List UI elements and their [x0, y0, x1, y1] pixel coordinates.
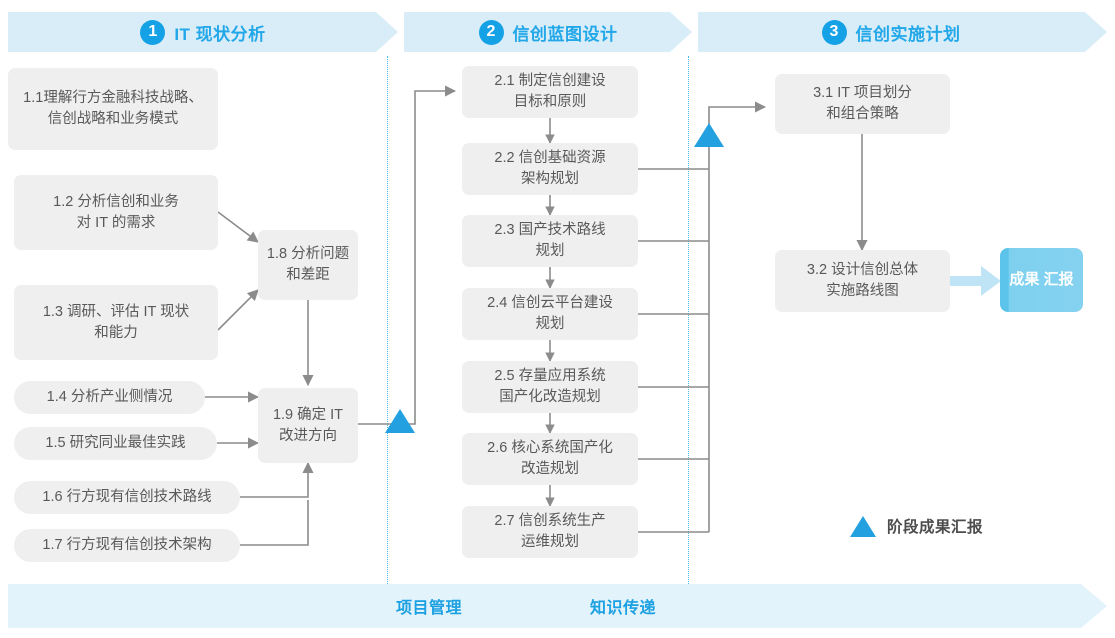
- process-box-1-2-line1: 1.2 分析信创和业务: [53, 193, 179, 210]
- process-box-2-3-line2: 规划: [535, 243, 565, 259]
- process-box-2-6-line1: 2.6 核心系统国产化: [487, 440, 613, 457]
- process-box-1-5[interactable]: 1.5 研究同业最佳实践: [14, 427, 217, 460]
- process-box-1-1-line1: 1.1理解行方金融科技战略、: [23, 90, 203, 107]
- process-box-1-3-line2: 和能力: [94, 324, 138, 341]
- process-box-2-1-line2: 目标和原则: [513, 94, 587, 110]
- process-box-1-9[interactable]: 1.9 确定 IT 改进方向: [258, 388, 358, 463]
- process-box-1-8-line2: 和差距: [286, 267, 330, 283]
- process-box-1-9-line1: 1.9 确定 IT: [272, 406, 344, 423]
- process-box-1-3[interactable]: 1.3 调研、评估 IT 现状 和能力: [14, 285, 218, 360]
- process-box-3-1-line1: 3.1 IT 项目划分: [813, 85, 912, 102]
- process-box-2-4-line1: 2.4 信创云平台建设: [487, 295, 613, 312]
- milestone-triangle-phase2: [694, 123, 724, 147]
- process-box-1-8-line1: 1.8 分析问题: [266, 246, 350, 263]
- process-box-2-6[interactable]: 2.6 核心系统国产化 改造规划: [462, 433, 638, 485]
- result-badge[interactable]: 成果 汇报: [1000, 248, 1083, 312]
- process-box-2-1-line1: 2.1 制定信创建设: [494, 73, 606, 90]
- process-box-2-7-line2: 运维规划: [521, 534, 579, 550]
- process-box-2-2-line2: 架构规划: [521, 171, 579, 187]
- result-badge-line1: 成果: [1009, 270, 1040, 288]
- phase-divider-1: [387, 56, 388, 584]
- process-box-3-2-line1: 3.2 设计信创总体: [806, 262, 919, 279]
- process-box-2-2[interactable]: 2.2 信创基础资源 架构规划: [462, 143, 638, 195]
- process-box-2-2-line1: 2.2 信创基础资源: [494, 150, 606, 167]
- process-box-2-7-line1: 2.7 信创系统生产: [494, 513, 606, 530]
- result-badge-line2: 汇报: [1043, 270, 1074, 288]
- process-box-2-3-line1: 2.3 国产技术路线: [494, 222, 606, 239]
- process-box-1-8[interactable]: 1.8 分析问题 和差距: [258, 230, 358, 300]
- bottom-banner: [8, 584, 1107, 628]
- result-arrow-icon: [947, 266, 1001, 296]
- milestone-triangle-phase1: [385, 409, 415, 433]
- phase-banner-1: [8, 12, 398, 52]
- bottom-label-knowledge-transfer: 知识传递: [590, 600, 657, 617]
- process-box-1-4[interactable]: 1.4 分析产业侧情况: [14, 381, 205, 414]
- phase-banner-2: [404, 12, 692, 52]
- process-box-3-2[interactable]: 3.2 设计信创总体 实施路线图: [775, 250, 950, 312]
- process-box-1-3-line1: 1.3 调研、评估 IT 现状: [42, 303, 190, 320]
- process-box-1-6-label: 1.6 行方现有信创技术路线: [42, 489, 212, 506]
- process-box-2-7[interactable]: 2.7 信创系统生产 运维规划: [462, 506, 638, 558]
- process-box-3-1[interactable]: 3.1 IT 项目划分 和组合策略: [775, 74, 950, 134]
- process-box-2-1[interactable]: 2.1 制定信创建设 目标和原则: [462, 66, 638, 118]
- process-box-1-1-line2: 信创战略和业务模式: [47, 111, 179, 127]
- process-box-1-2-line2: 对 IT 的需求: [76, 214, 156, 231]
- bottom-label-project-management: 项目管理: [396, 600, 463, 617]
- process-box-3-2-line2: 实施路线图: [826, 283, 899, 299]
- process-box-1-2[interactable]: 1.2 分析信创和业务 对 IT 的需求: [14, 175, 218, 250]
- process-box-2-5-line2: 国产化改造规划: [499, 389, 601, 405]
- process-box-2-4[interactable]: 2.4 信创云平台建设 规划: [462, 288, 638, 340]
- process-box-1-4-label: 1.4 分析产业侧情况: [46, 389, 173, 406]
- process-box-1-5-label: 1.5 研究同业最佳实践: [45, 435, 186, 452]
- process-box-1-1[interactable]: 1.1理解行方金融科技战略、 信创战略和业务模式: [8, 68, 218, 150]
- triangle-up-icon: [850, 515, 876, 537]
- legend: 阶段成果汇报: [850, 515, 983, 537]
- legend-label: 阶段成果汇报: [887, 519, 984, 536]
- process-box-1-6[interactable]: 1.6 行方现有信创技术路线: [14, 481, 240, 514]
- process-box-2-4-line2: 规划: [535, 316, 565, 332]
- phase-banner-3: [698, 12, 1107, 52]
- process-box-1-7-label: 1.7 行方现有信创技术架构: [42, 537, 212, 554]
- process-box-3-1-line2: 和组合策略: [826, 106, 899, 122]
- process-box-1-7[interactable]: 1.7 行方现有信创技术架构: [14, 529, 240, 562]
- process-box-1-9-line2: 改进方向: [278, 427, 337, 444]
- process-box-2-5-line1: 2.5 存量应用系统: [494, 368, 606, 385]
- process-box-2-5[interactable]: 2.5 存量应用系统 国产化改造规划: [462, 361, 638, 413]
- process-box-2-6-line2: 改造规划: [521, 461, 579, 477]
- phase-divider-2: [688, 56, 689, 584]
- process-box-2-3[interactable]: 2.3 国产技术路线 规划: [462, 215, 638, 267]
